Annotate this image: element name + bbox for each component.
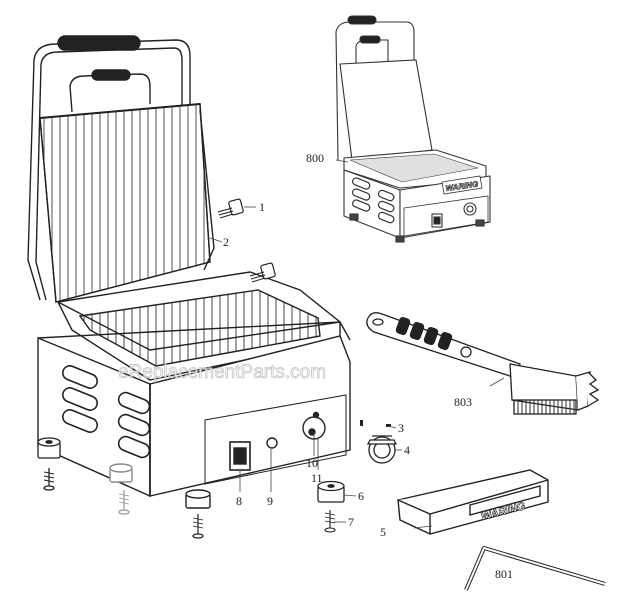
loose-foot-left xyxy=(37,437,61,491)
callout-800: 800 xyxy=(306,151,324,165)
callout-11: 11 xyxy=(311,471,323,485)
callout-801: 801 xyxy=(495,567,513,581)
leader-lines xyxy=(209,159,505,529)
allen-wrench-801 xyxy=(464,546,606,591)
set-screw-part-3 xyxy=(360,420,391,427)
inner-handle-grip xyxy=(91,69,131,81)
callout-3: 3 xyxy=(398,421,404,435)
grill-brush-803 xyxy=(366,312,600,415)
screw-part-1 xyxy=(217,198,276,283)
indicator-light xyxy=(266,437,278,449)
main-grill xyxy=(27,35,351,509)
callout-1: 1 xyxy=(259,200,265,214)
foot-part-6 xyxy=(317,480,345,503)
grill-800 xyxy=(335,15,491,243)
callout-2: 2 xyxy=(223,235,229,249)
watermark: eReplacementParts.com xyxy=(118,362,326,383)
callout-7: 7 xyxy=(348,515,354,529)
loose-foot-center xyxy=(118,490,204,539)
callout-9: 9 xyxy=(267,494,273,508)
callout-10: 10 xyxy=(306,456,318,470)
callout-803: 803 xyxy=(454,395,472,409)
callout-8: 8 xyxy=(236,494,242,508)
callout-5: 5 xyxy=(380,525,386,539)
vent-slots xyxy=(62,365,151,459)
screw-part-7 xyxy=(324,510,336,533)
feet xyxy=(109,463,211,509)
outer-handle-frame xyxy=(27,39,191,301)
callout-6: 6 xyxy=(358,489,364,503)
outer-handle-grip xyxy=(57,35,141,51)
drip-tray-part-5 xyxy=(397,469,549,535)
callout-4: 4 xyxy=(404,443,410,457)
knob-part-4 xyxy=(366,435,398,464)
